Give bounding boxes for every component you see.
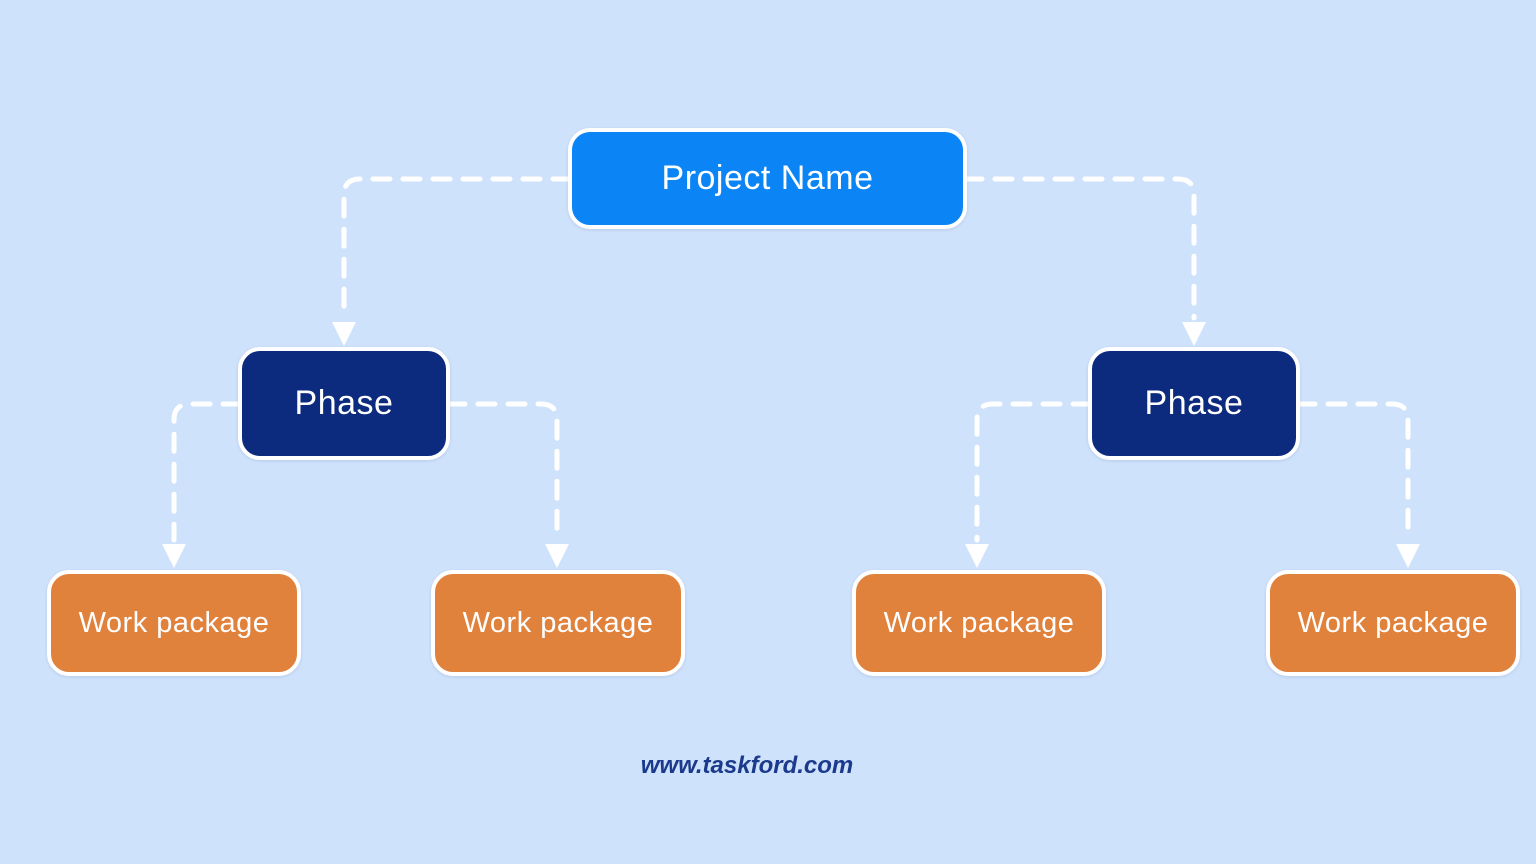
- arrowhead-wp-3: [965, 544, 989, 568]
- arrowhead-wp-2: [545, 544, 569, 568]
- node-work-package-2: Work package: [431, 570, 685, 676]
- connector-root-to-phase-2: [962, 176, 1197, 321]
- arrowhead-phase-1: [332, 322, 356, 346]
- watermark-url: www.taskford.com: [640, 752, 854, 779]
- connector-phase-2-to-wp-3: [974, 401, 1093, 543]
- connector-root-to-phase-1: [341, 176, 573, 321]
- node-phase-2: Phase: [1088, 347, 1300, 460]
- node-work-package-4: Work package: [1266, 570, 1520, 676]
- node-phase-1: Phase: [238, 347, 450, 460]
- node-project-name: Project Name: [568, 128, 967, 229]
- node-work-package-1: Work package: [47, 570, 301, 676]
- connector-phase-1-to-wp-2: [445, 401, 560, 543]
- node-work-package-3: Work package: [852, 570, 1106, 676]
- arrowhead-wp-1: [162, 544, 186, 568]
- arrowhead-phase-2: [1182, 322, 1206, 346]
- arrowhead-wp-4: [1396, 544, 1420, 568]
- connector-phase-1-to-wp-1: [171, 401, 243, 543]
- connector-phase-2-to-wp-4: [1295, 401, 1411, 543]
